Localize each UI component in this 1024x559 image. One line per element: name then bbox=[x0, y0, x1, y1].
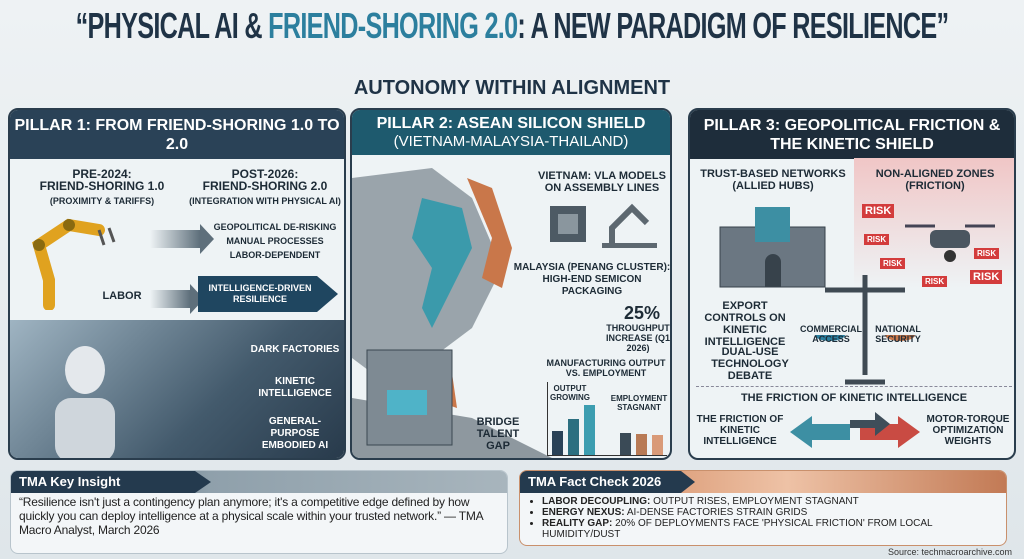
semiconductor-machine-icon bbox=[366, 349, 453, 446]
trust-networks-label: TRUST-BASED NETWORKS (ALLIED HUBS) bbox=[700, 168, 846, 192]
risk-badge: RISK bbox=[922, 276, 948, 287]
thailand-region bbox=[412, 198, 472, 328]
vietnam-label: VIETNAM: VLA MODELS ON ASSEMBLY LINES bbox=[538, 170, 666, 194]
pre-subtitle: (PROXIMITY & TARIFFS) bbox=[49, 196, 155, 206]
fact-check-header: TMA Fact Check 2026 bbox=[520, 471, 1006, 493]
key-insight-box: TMA Key Insight “Resilience isn't just a… bbox=[10, 470, 508, 554]
stat-value: 25% bbox=[623, 303, 661, 323]
output-bar bbox=[568, 419, 579, 455]
chart-title: MANUFACTURING OUTPUT VS. EMPLOYMENT bbox=[546, 358, 666, 378]
friction-right-label: MOTOR-TORQUE OPTIMIZATION WEIGHTS bbox=[926, 414, 1010, 447]
post-title: POST-2026: FRIEND-SHORING 2.0 bbox=[202, 167, 328, 193]
risk-badge: RISK bbox=[862, 204, 895, 218]
callout-dark-factories: DARK FACTORIES bbox=[250, 344, 340, 355]
pillar-2-panel: PILLAR 2: ASEAN SILICON SHIELD (VIETNAM-… bbox=[350, 108, 672, 460]
pillar-3-panel: PILLAR 3: GEOPOLITICAL FRICTION & THE KI… bbox=[688, 108, 1016, 460]
item-list: GEOPOLITICAL DE-RISKING MANUAL PROCESSES… bbox=[205, 220, 344, 262]
commercial-access-label: COMMERCIAL ACCESS bbox=[800, 324, 862, 344]
post-subtitle: (INTEGRATION WITH PHYSICAL AI) bbox=[189, 196, 341, 206]
employment-bar bbox=[620, 433, 631, 455]
pillar-2-title: PILLAR 2: ASEAN SILICON SHIELD bbox=[376, 115, 646, 132]
output-label: OUTPUT GROWING bbox=[550, 384, 590, 402]
labor-label: LABOR bbox=[102, 290, 142, 302]
export-controls-label: EXPORT CONTROLS ON KINETIC INTELLIGENCE bbox=[704, 300, 786, 348]
fact-item: ENERGY NEXUS: AI-DENSE FACTORIES STRAIN … bbox=[542, 507, 998, 518]
arrow-icon bbox=[150, 284, 204, 314]
castle-icon bbox=[719, 207, 826, 288]
dual-use-label: DUAL-USE TECHNOLOGY DEBATE bbox=[711, 346, 789, 382]
source-credit: Source: techmacroarchive.com bbox=[887, 547, 1012, 557]
item-manual: MANUAL PROCESSES bbox=[226, 236, 324, 246]
fact-item: LABOR DECOUPLING: OUTPUT RISES, EMPLOYME… bbox=[542, 496, 998, 507]
humanoid-robot-icon bbox=[55, 346, 115, 458]
pillar-2-header: PILLAR 2: ASEAN SILICON SHIELD (VIETNAM-… bbox=[352, 110, 670, 155]
pillar-1-header: PILLAR 1: FROM FRIEND-SHORING 1.0 TO 2.0 bbox=[10, 110, 344, 159]
fact-check-box: TMA Fact Check 2026 LABOR DECOUPLING: OU… bbox=[519, 470, 1007, 546]
robot-arm-icon bbox=[32, 218, 116, 310]
national-security-label: NATIONAL SECURITY bbox=[875, 324, 921, 344]
item-labor-dependent: LABOR-DEPENDENT bbox=[229, 250, 321, 260]
stat-label: THROUGHPUT INCREASE (Q1 2026) bbox=[605, 323, 670, 353]
pillar-3-header: PILLAR 3: GEOPOLITICAL FRICTION & THE KI… bbox=[690, 110, 1014, 159]
title-highlight: FRIEND-SHORING 2.0 bbox=[268, 5, 518, 46]
fact-label: LABOR DECOUPLING: bbox=[542, 496, 651, 507]
key-insight-tag: TMA Key Insight bbox=[11, 471, 211, 493]
item-geopolitical: GEOPOLITICAL DE-RISKING bbox=[213, 222, 337, 232]
malaysia-label: MALAYSIA (PENANG CLUSTER): HIGH-END SEMI… bbox=[513, 262, 671, 297]
page-title: “PHYSICAL AI & FRIEND-SHORING 2.0: A NEW… bbox=[76, 6, 949, 46]
talent-gap-label: BRIDGE TALENT GAP bbox=[476, 416, 520, 452]
fact-check-tag: TMA Fact Check 2026 bbox=[520, 471, 695, 493]
arrow-icon bbox=[150, 224, 214, 254]
output-employment-chart: OUTPUT GROWING EMPLOYMENT STAGNANT bbox=[547, 382, 667, 456]
risk-badge: RISK bbox=[880, 258, 906, 269]
intelligence-banner: INTELLIGENCE-DRIVEN RESILIENCE bbox=[198, 276, 338, 312]
vietnam-region bbox=[467, 178, 512, 288]
key-insight-header: TMA Key Insight bbox=[11, 471, 507, 493]
opposing-arrows-icon bbox=[790, 412, 920, 448]
callout-kinetic: KINETIC INTELLIGENCE bbox=[258, 376, 332, 399]
friction-left-label: THE FRICTION OF KINETIC INTELLIGENCE bbox=[696, 414, 784, 447]
title-text: “PHYSICAL AI & bbox=[75, 5, 269, 46]
employment-bar bbox=[636, 434, 647, 455]
fact-item: REALITY GAP: 20% OF DEPLOYMENTS FACE 'PH… bbox=[542, 518, 998, 540]
fact-label: REALITY GAP: bbox=[542, 518, 613, 529]
fact-label: ENERGY NEXUS: bbox=[542, 507, 625, 518]
pillar-1-panel: PILLAR 1: FROM FRIEND-SHORING 1.0 TO 2.0… bbox=[8, 108, 346, 460]
employment-bar bbox=[652, 435, 663, 455]
factory-image: DARK FACTORIES KINETIC INTELLIGENCE GENE… bbox=[10, 320, 344, 458]
fact-text: 20% OF DEPLOYMENTS FACE 'PHYSICAL FRICTI… bbox=[542, 518, 933, 540]
pre-title: PRE-2024: FRIEND-SHORING 1.0 bbox=[39, 167, 165, 193]
risk-badge: RISK bbox=[970, 270, 1003, 284]
fact-text: OUTPUT RISES, EMPLOYMENT STAGNANT bbox=[650, 496, 859, 507]
risk-badge: RISK bbox=[864, 234, 890, 245]
output-bar bbox=[584, 405, 595, 455]
fact-text: AI-DENSE FACTORIES STRAIN GRIDS bbox=[624, 507, 808, 518]
callout-embodied-ai: GENERAL-PURPOSE EMBODIED AI bbox=[261, 416, 329, 451]
balance-scale-icon bbox=[815, 275, 915, 385]
fact-list: LABOR DECOUPLING: OUTPUT RISES, EMPLOYME… bbox=[520, 493, 1006, 540]
subtitle: AUTONOMY WITHIN ALIGNMENT bbox=[353, 77, 671, 99]
employment-label: EMPLOYMENT STAGNANT bbox=[610, 394, 668, 412]
divider bbox=[696, 386, 1012, 387]
friction-title: THE FRICTION OF KINETIC INTELLIGENCE bbox=[740, 392, 968, 404]
pillar-2-subtitle: (VIETNAM-MALAYSIA-THAILAND) bbox=[393, 133, 629, 150]
output-bar bbox=[552, 431, 563, 455]
key-insight-quote: “Resilience isn't just a contingency pla… bbox=[19, 495, 483, 537]
nonaligned-label: NON-ALIGNED ZONES (FRICTION) bbox=[875, 168, 995, 192]
title-text-end: : A NEW PARADIGM OF RESILIENCE” bbox=[517, 5, 949, 46]
chip-and-robot-icon bbox=[550, 203, 657, 248]
risk-badge: RISK bbox=[974, 248, 1000, 259]
drone-icon bbox=[905, 224, 995, 262]
